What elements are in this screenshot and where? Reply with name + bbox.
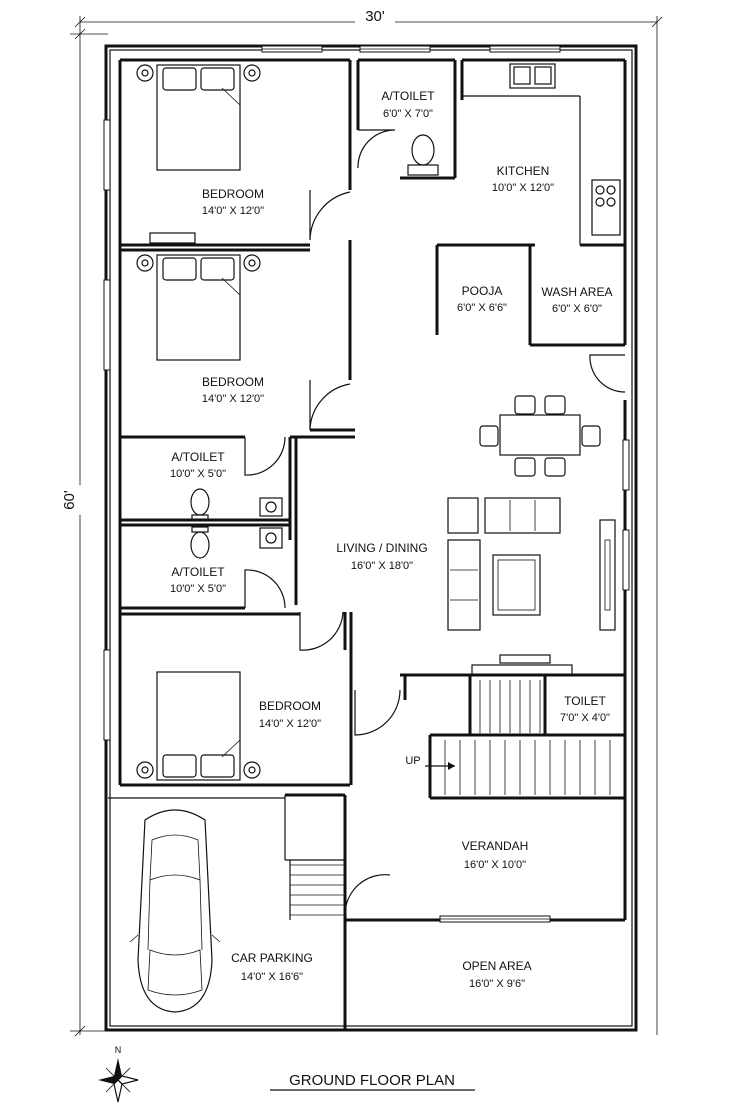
kitchen-name: KITCHEN (497, 164, 550, 178)
bedroom-3-name: BEDROOM (259, 699, 321, 713)
atoilet-2-name: A/TOILET (171, 450, 225, 464)
atoilet-2-size: 10'0" X 5'0" (170, 468, 226, 480)
toilet-name: TOILET (564, 694, 606, 708)
kitchen-size: 10'0" X 12'0" (492, 182, 554, 194)
atoilet-1-name: A/TOILET (381, 89, 435, 103)
toilet-size: 7'0" X 4'0" (560, 712, 610, 724)
verandah-size: 16'0" X 10'0" (464, 859, 526, 871)
north-label: N (115, 1045, 122, 1055)
north-arrow-icon (98, 1058, 139, 1103)
bedroom-1-size: 14'0" X 12'0" (202, 205, 264, 217)
verandah-name: VERANDAH (462, 839, 529, 853)
bed-bedroom-1 (136, 64, 261, 244)
bedroom-3-size: 14'0" X 12'0" (259, 718, 321, 730)
plan-title: GROUND FLOOR PLAN (289, 1072, 455, 1089)
dining-table (479, 395, 601, 477)
staircases (289, 654, 611, 920)
bedroom-1-name: BEDROOM (202, 187, 264, 201)
atoilet-3-size: 10'0" X 5'0" (170, 583, 226, 595)
pooja-name: POOJA (462, 284, 503, 298)
bed-bedroom-2 (136, 254, 261, 361)
bedroom-2-size: 14'0" X 12'0" (202, 393, 264, 405)
bedroom-2-name: BEDROOM (202, 375, 264, 389)
atoilet-1-size: 6'0" X 7'0" (383, 108, 433, 120)
living-furniture (447, 497, 616, 631)
height-dimension: 60' (61, 490, 78, 510)
width-dimension: 30' (365, 8, 385, 25)
living-dining-size: 16'0" X 18'0" (351, 560, 413, 572)
open-area-name: OPEN AREA (462, 959, 531, 973)
atoilet-3-name: A/TOILET (171, 565, 225, 579)
car-parking-name: CAR PARKING (231, 951, 313, 965)
open-area-size: 16'0" X 9'6" (469, 978, 525, 990)
living-dining-name: LIVING / DINING (336, 541, 427, 555)
pooja-size: 6'0" X 6'6" (457, 302, 507, 314)
doors (244, 129, 626, 916)
kitchen-fixtures (509, 63, 621, 236)
walls (103, 44, 638, 1032)
wash-area-size: 6'0" X 6'0" (552, 303, 602, 315)
bed-bedroom-3 (136, 671, 261, 781)
toilet-fixtures (190, 134, 439, 559)
stair-up-label: UP (405, 755, 420, 767)
car-parking-size: 14'0" X 16'6" (241, 971, 303, 983)
wash-area-name: WASH AREA (542, 285, 613, 299)
room-labels: BEDROOM 14'0" X 12'0" A/TOILET 6'0" X 7'… (170, 89, 612, 990)
car-icon (129, 809, 221, 1013)
